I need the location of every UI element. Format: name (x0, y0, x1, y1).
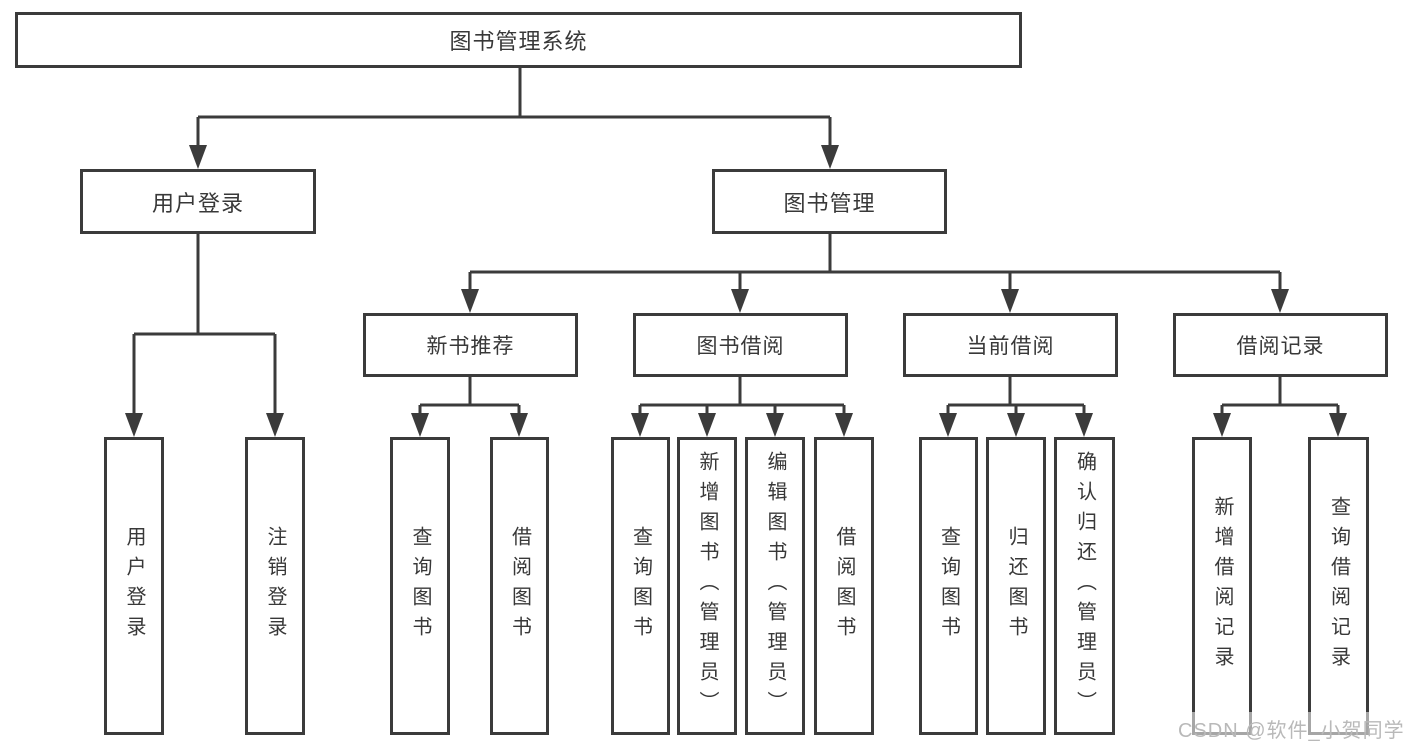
arrow-down-icon (731, 289, 749, 313)
arrow-heads (125, 145, 1347, 437)
arrow-down-icon (125, 413, 143, 437)
node-label: 用户登录 (123, 526, 145, 646)
node-borrowing-records: 借阅记录 (1173, 313, 1388, 377)
leaf-logout: 注销登录 (245, 437, 305, 735)
leaf-borrow-books-recommend: 借阅图书 (490, 437, 549, 735)
arrow-down-icon (766, 413, 784, 437)
leaf-borrow-books-borrowing: 借阅图书 (814, 437, 874, 735)
leaf-user-login: 用户登录 (104, 437, 164, 735)
arrow-down-icon (821, 145, 839, 169)
node-label: 用户登录 (151, 190, 244, 216)
arrow-down-icon (939, 413, 957, 437)
node-label: 借阅记录 (1236, 335, 1325, 358)
csdn-watermark: CSDN @软件_小贺同学 (1172, 712, 1405, 745)
node-label: 查询借阅记录 (1327, 496, 1350, 676)
arrow-down-icon (461, 289, 479, 313)
arrow-down-icon (1001, 289, 1019, 313)
arrow-down-icon (189, 145, 207, 169)
node-label: 图书管理 (783, 190, 876, 216)
leaf-query-books-recommend: 查询图书 (390, 437, 450, 735)
node-label: 归还图书 (1005, 526, 1027, 646)
leaf-edit-book-admin: 编辑图书（管理员） (745, 437, 805, 735)
arrow-down-icon (1007, 413, 1025, 437)
node-label: 注销登录 (264, 526, 286, 646)
node-label: 查询图书 (937, 526, 960, 646)
arrow-down-icon (411, 413, 429, 437)
node-book-management: 图书管理 (712, 169, 947, 234)
arrow-down-icon (266, 413, 284, 437)
node-label: 图书借阅 (696, 335, 785, 358)
node-label: 新书推荐 (426, 335, 515, 358)
node-current-borrowing: 当前借阅 (903, 313, 1118, 377)
arrow-down-icon (1329, 413, 1347, 437)
leaf-query-books-current: 查询图书 (919, 437, 978, 735)
arrow-down-icon (1271, 289, 1289, 313)
node-label: 确认归还（管理员） (1073, 451, 1096, 721)
node-label: 查询图书 (409, 526, 431, 646)
node-label: 新增图书（管理员） (696, 451, 718, 721)
leaf-query-books-borrowing: 查询图书 (611, 437, 670, 735)
node-label: 编辑图书（管理员） (764, 451, 786, 721)
arrow-down-icon (698, 413, 716, 437)
arrow-down-icon (1213, 413, 1231, 437)
arrow-down-icon (510, 413, 528, 437)
node-label: 借阅图书 (833, 526, 855, 646)
node-label: 当前借阅 (966, 335, 1055, 358)
arrow-down-icon (631, 413, 649, 437)
node-label: 图书管理系统 (449, 29, 588, 54)
leaf-add-book-admin: 新增图书（管理员） (677, 437, 737, 735)
node-label: 借阅图书 (508, 526, 531, 646)
arrow-down-icon (1075, 413, 1093, 437)
node-new-book-recommendation: 新书推荐 (363, 313, 578, 377)
node-book-borrowing: 图书借阅 (633, 313, 848, 377)
node-label: 查询图书 (629, 526, 652, 646)
arrow-down-icon (835, 413, 853, 437)
node-library-management-system: 图书管理系统 (15, 12, 1022, 68)
leaf-return-books: 归还图书 (986, 437, 1046, 735)
node-label: 新增借阅记录 (1211, 496, 1233, 676)
node-user-login: 用户登录 (80, 169, 316, 234)
leaf-confirm-return-admin: 确认归还（管理员） (1054, 437, 1115, 735)
tree-edges (132, 68, 1340, 420)
leaf-query-borrow-record: 查询借阅记录 (1308, 437, 1369, 735)
leaf-add-borrow-record: 新增借阅记录 (1192, 437, 1252, 735)
